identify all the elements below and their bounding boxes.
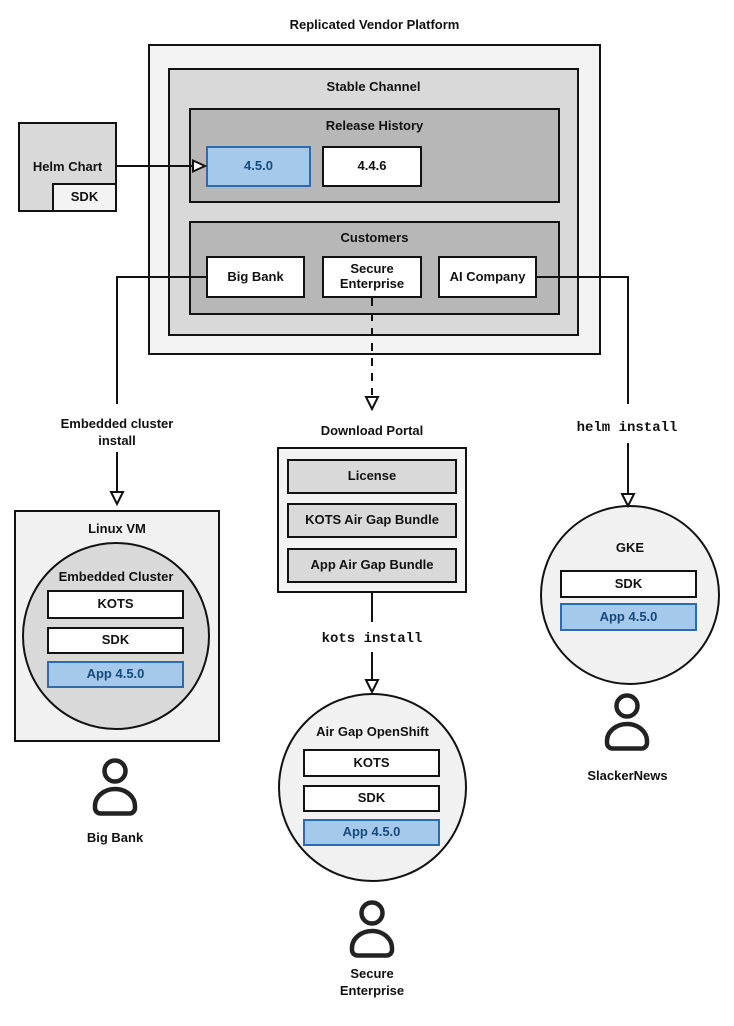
customers-title: Customers xyxy=(340,230,409,245)
slackernews-persona-label: SlackerNews xyxy=(587,768,668,783)
embedded-kots: KOTS xyxy=(47,590,184,619)
release-previous: 4.4.6 xyxy=(322,146,422,187)
gke-app: App 4.5.0 xyxy=(560,603,697,631)
release-current: 4.5.0 xyxy=(206,146,311,187)
secure-enterprise-persona-label: Secure Enterprise xyxy=(339,966,405,998)
big-bank-person-icon xyxy=(87,758,143,823)
embedded-cluster-title: Embedded Cluster xyxy=(58,569,174,584)
helm-chart-label: Helm Chart xyxy=(32,159,103,174)
diagram-title: Replicated Vendor Platform xyxy=(289,17,460,32)
embedded-sdk: SDK xyxy=(47,627,184,654)
kots-install-arrowhead xyxy=(364,679,380,695)
download-portal-title: Download Portal xyxy=(320,423,424,438)
openshift-sdk: SDK xyxy=(303,785,440,812)
gke-title: GKE xyxy=(615,540,645,555)
openshift-kots: KOTS xyxy=(303,749,440,777)
airgap-openshift-title: Air Gap OpenShift xyxy=(316,724,429,739)
customer-ai-company: AI Company xyxy=(438,256,537,298)
embedded-install-arrowhead xyxy=(109,491,125,507)
stable-channel-title: Stable Channel xyxy=(326,79,421,94)
portal-license: License xyxy=(287,459,457,494)
slackernews-person-icon xyxy=(599,693,655,758)
kots-install-label: kots install xyxy=(321,631,423,647)
helm-install-label: helm install xyxy=(576,420,678,436)
portal-app-airgap-bundle: App Air Gap Bundle xyxy=(287,548,457,583)
secure-enterprise-arrowhead xyxy=(364,396,380,412)
gke-sdk: SDK xyxy=(560,570,697,598)
secure-enterprise-person-icon xyxy=(344,900,400,965)
openshift-app: App 4.5.0 xyxy=(303,819,440,846)
portal-kots-airgap-bundle: KOTS Air Gap Bundle xyxy=(287,503,457,538)
big-bank-persona-label: Big Bank xyxy=(86,830,144,845)
customer-big-bank: Big Bank xyxy=(206,256,305,298)
embedded-app: App 4.5.0 xyxy=(47,661,184,688)
embedded-install-label: Embedded cluster install xyxy=(60,416,174,448)
helm-chart-sdk: SDK xyxy=(52,183,117,212)
linux-vm-title: Linux VM xyxy=(88,521,146,536)
customer-secure-enterprise: Secure Enterprise xyxy=(322,256,422,298)
release-history-title: Release History xyxy=(325,118,424,133)
